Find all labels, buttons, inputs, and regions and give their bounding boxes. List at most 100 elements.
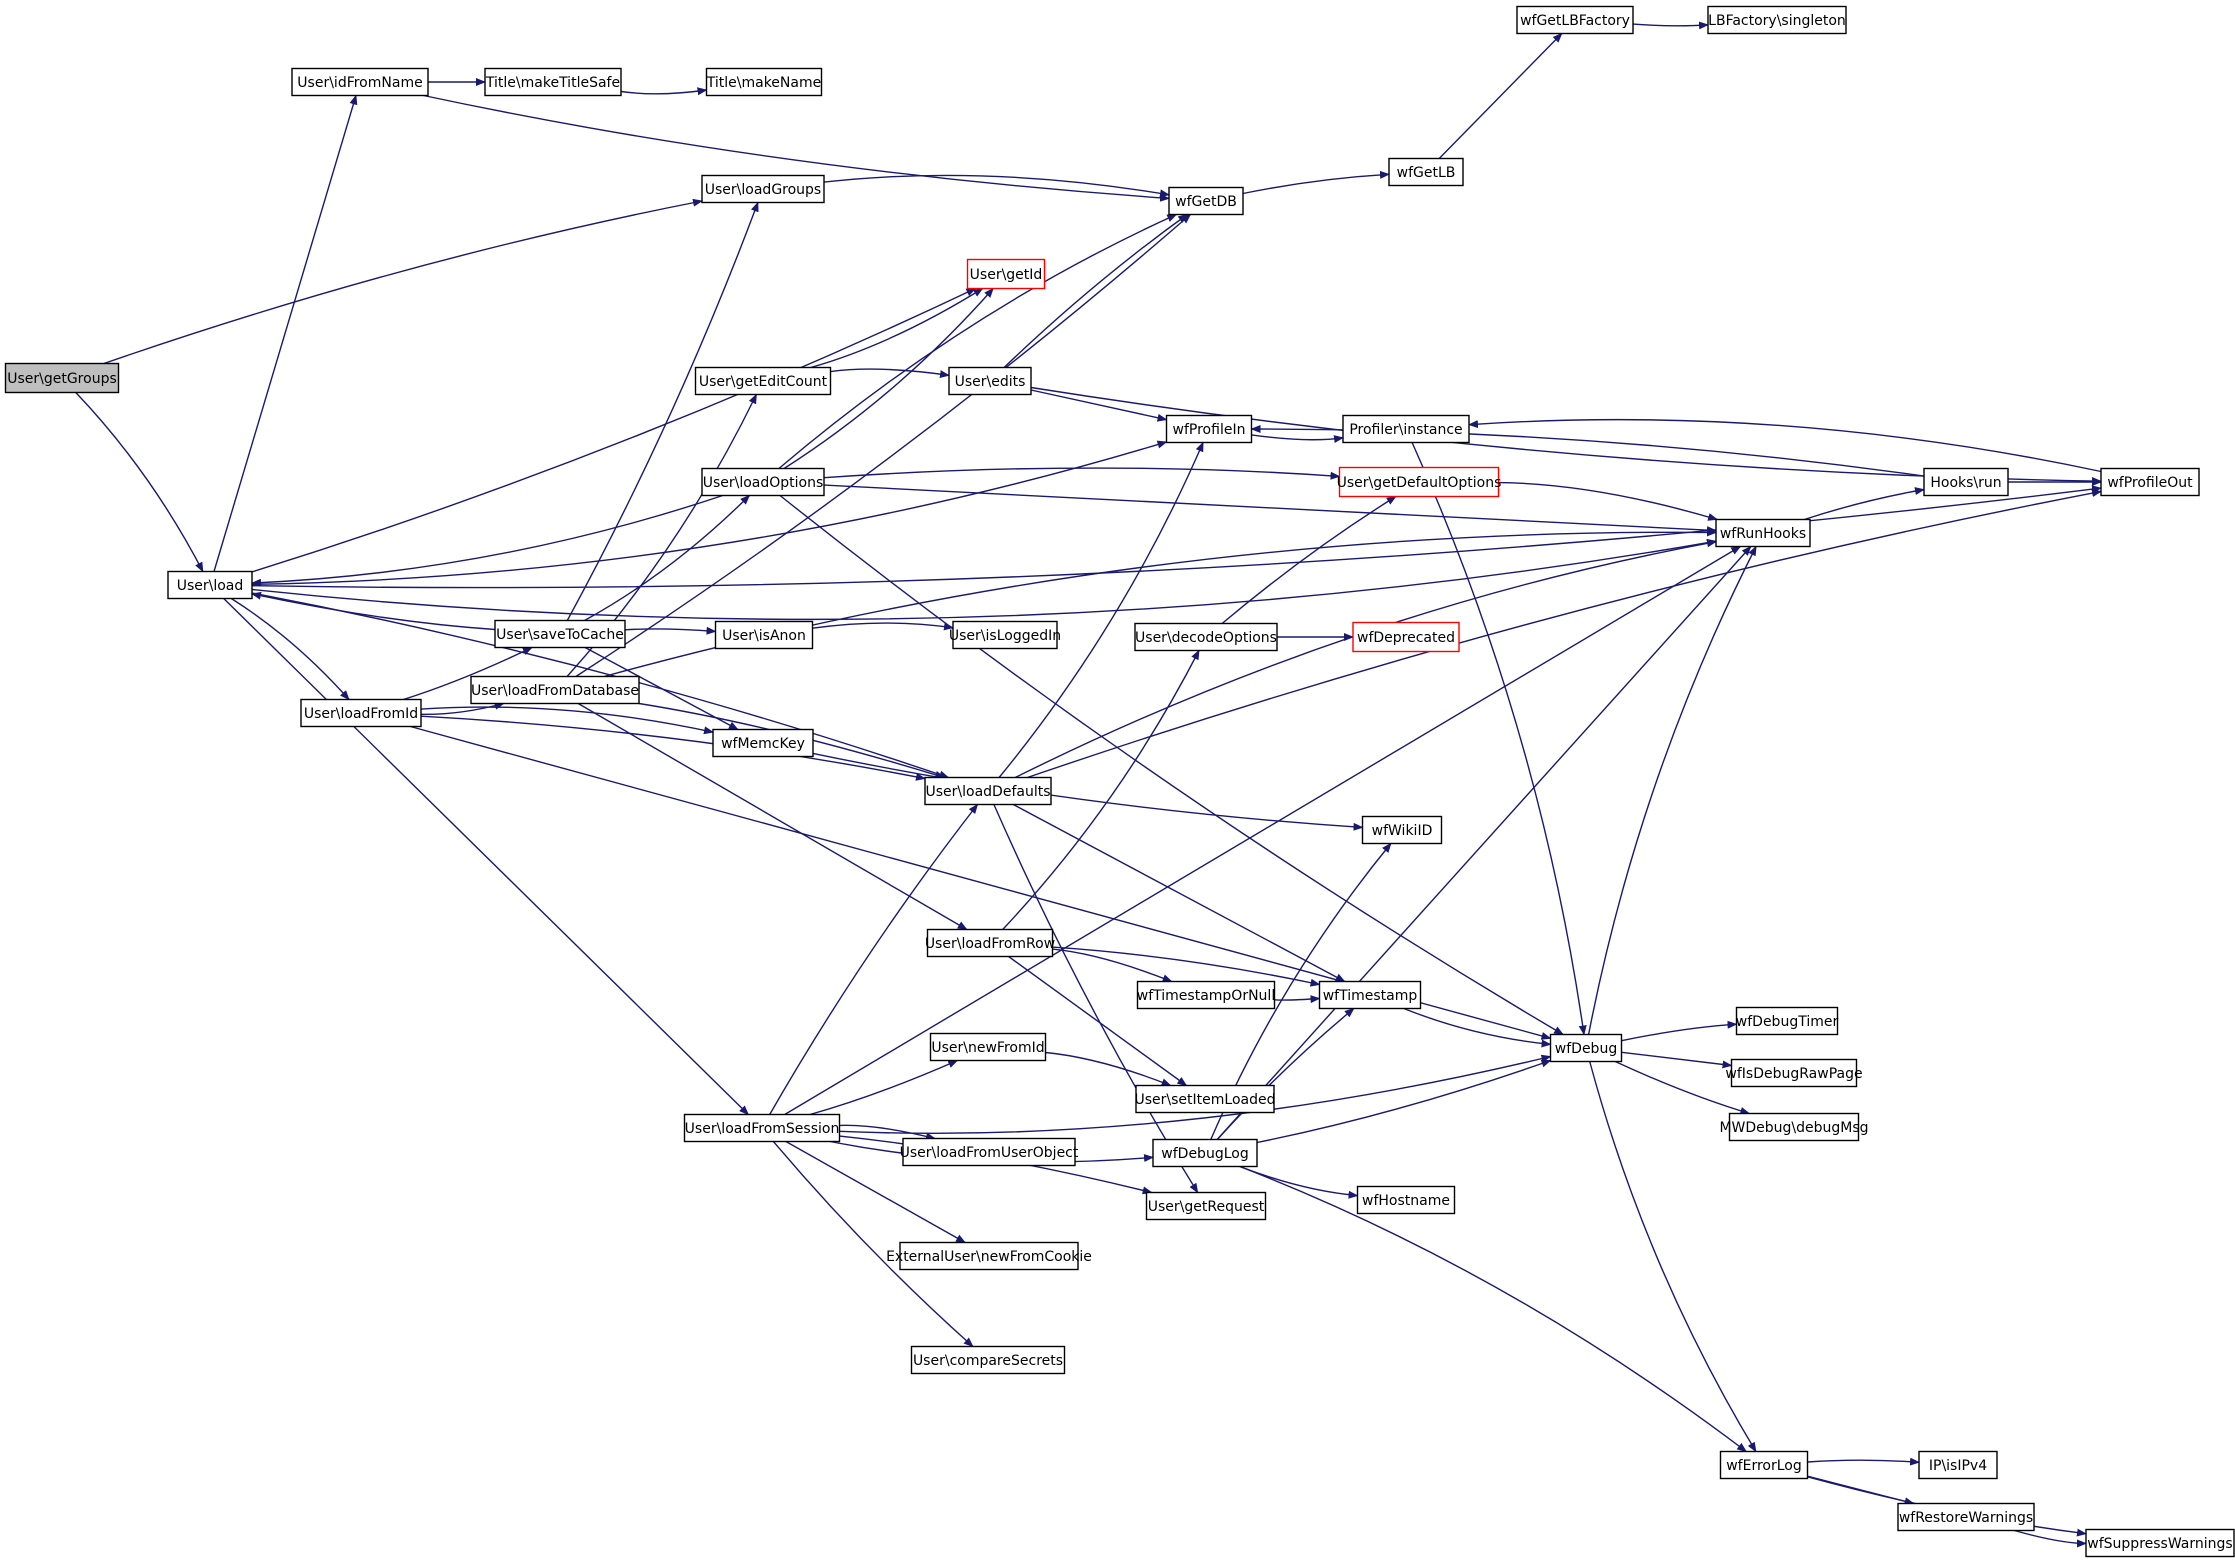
node-box[interactable] (1719, 1450, 1809, 1480)
node-makeTitleSafe[interactable]: Title\makeTitleSafe (484, 67, 622, 97)
node-box[interactable] (470, 675, 640, 705)
node-wfDebugLog[interactable]: wfDebugLog (1152, 1138, 1258, 1168)
node-box[interactable] (1356, 1185, 1456, 1215)
node-box[interactable] (910, 1345, 1066, 1375)
node-loadFromRow[interactable]: User\loadFromRow (925, 928, 1055, 958)
node-box[interactable] (929, 1032, 1047, 1062)
node-box[interactable] (1165, 414, 1253, 444)
node-profilerInstance[interactable]: Profiler\instance (1342, 414, 1470, 444)
node-wfGetDB[interactable]: wfGetDB (1168, 186, 1244, 216)
node-box[interactable] (948, 366, 1032, 396)
node-box[interactable] (1707, 5, 1847, 35)
node-isAnon[interactable]: User\isAnon (714, 620, 814, 650)
node-isLoggedIn[interactable]: User\isLoggedIn (949, 620, 1061, 650)
node-box[interactable] (705, 67, 823, 97)
node-loadGroups[interactable]: User\loadGroups (701, 174, 825, 204)
node-wfRunHooks[interactable]: wfRunHooks (1715, 518, 1811, 548)
node-getRequest[interactable]: User\getRequest (1145, 1191, 1267, 1221)
node-getDefaultOptions[interactable]: User\getDefaultOptions (1337, 466, 1502, 498)
node-loadFromDatabase[interactable]: User\loadFromDatabase (470, 675, 640, 705)
node-box[interactable] (701, 174, 825, 204)
node-loadDefaults[interactable]: User\loadDefaults (924, 776, 1052, 806)
node-wfDeprecated[interactable]: wfDeprecated (1352, 621, 1460, 653)
node-wfTimestamp[interactable]: wfTimestamp (1318, 980, 1422, 1010)
node-box[interactable] (1918, 1450, 1998, 1480)
node-wfSuppressWarnings[interactable]: wfSuppressWarnings (2085, 1528, 2235, 1558)
node-wfDebug[interactable]: wfDebug (1549, 1033, 1623, 1063)
node-box[interactable] (1352, 621, 1460, 653)
node-box[interactable] (1388, 157, 1464, 187)
node-box[interactable] (902, 1137, 1076, 1167)
node-wfGetLBFactory[interactable]: wfGetLBFactory (1516, 5, 1634, 35)
node-box[interactable] (494, 619, 626, 649)
node-wfErrorLog[interactable]: wfErrorLog (1719, 1450, 1809, 1480)
node-wfProfileIn[interactable]: wfProfileIn (1165, 414, 1253, 444)
node-box[interactable] (1338, 466, 1500, 498)
node-loadFromId[interactable]: User\loadFromId (300, 698, 422, 728)
node-box[interactable] (4, 362, 120, 394)
node-wfProfileOut[interactable]: wfProfileOut (2100, 467, 2200, 497)
node-box[interactable] (1168, 186, 1244, 216)
node-compareSecrets[interactable]: User\compareSecrets (910, 1345, 1066, 1375)
node-box[interactable] (1516, 5, 1634, 35)
node-box[interactable] (694, 366, 832, 396)
node-getId[interactable]: User\getId (966, 258, 1046, 290)
node-loadFromSession[interactable]: User\loadFromSession (683, 1113, 841, 1143)
node-decodeOptions[interactable]: User\decodeOptions (1134, 622, 1278, 652)
node-idFromName[interactable]: User\idFromName (291, 67, 429, 97)
node-saveToCache[interactable]: User\saveToCache (494, 619, 626, 649)
node-wfGetLB[interactable]: wfGetLB (1388, 157, 1464, 187)
node-wfRestoreWarnings[interactable]: wfRestoreWarnings (1897, 1502, 2035, 1532)
node-box[interactable] (1735, 1006, 1839, 1036)
node-isIPv4[interactable]: IP\isIPv4 (1918, 1450, 1998, 1480)
node-box[interactable] (701, 467, 825, 497)
node-box[interactable] (2085, 1528, 2235, 1558)
node-box[interactable] (1135, 1084, 1275, 1114)
node-box[interactable] (1134, 622, 1278, 652)
node-newFromId[interactable]: User\newFromId (929, 1032, 1047, 1062)
node-box[interactable] (1897, 1502, 2035, 1532)
node-load[interactable]: User\load (167, 570, 253, 600)
node-wfHostname[interactable]: wfHostname (1356, 1185, 1456, 1215)
node-getGroups[interactable]: User\getGroups (4, 362, 120, 394)
node-wfMemcKey[interactable]: wfMemcKey (712, 728, 814, 758)
node-LBsingleton[interactable]: LBFactory\singleton (1707, 5, 1847, 35)
node-box[interactable] (1152, 1138, 1258, 1168)
node-edits[interactable]: User\edits (948, 366, 1032, 396)
node-box[interactable] (300, 698, 422, 728)
node-box[interactable] (1728, 1112, 1860, 1142)
node-box[interactable] (1361, 815, 1443, 845)
node-box[interactable] (899, 1241, 1079, 1271)
node-box[interactable] (1318, 980, 1422, 1010)
node-box[interactable] (291, 67, 429, 97)
node-box[interactable] (712, 728, 814, 758)
node-box[interactable] (1145, 1191, 1267, 1221)
node-box[interactable] (1730, 1058, 1858, 1088)
node-extNewFromCookie[interactable]: ExternalUser\newFromCookie (886, 1241, 1092, 1271)
node-box[interactable] (683, 1113, 841, 1143)
node-box[interactable] (952, 620, 1058, 650)
node-box[interactable] (1136, 980, 1276, 1010)
node-box[interactable] (1923, 467, 2009, 497)
node-box[interactable] (167, 570, 253, 600)
node-hooksRun[interactable]: Hooks\run (1923, 467, 2009, 497)
node-loadFromUserObject[interactable]: User\loadFromUserObject (900, 1137, 1079, 1167)
node-box[interactable] (714, 620, 814, 650)
node-box[interactable] (926, 928, 1054, 958)
node-box[interactable] (484, 67, 622, 97)
node-wfWikiID[interactable]: wfWikiID (1361, 815, 1443, 845)
node-wfDebugTimer[interactable]: wfDebugTimer (1735, 1006, 1839, 1036)
node-wfTimestampOrNull[interactable]: wfTimestampOrNull (1136, 980, 1276, 1010)
node-wfIsDebugRawPage[interactable]: wfIsDebugRawPage (1725, 1058, 1863, 1088)
node-box[interactable] (1549, 1033, 1623, 1063)
node-makeName[interactable]: Title\makeName (705, 67, 823, 97)
node-getEditCount[interactable]: User\getEditCount (694, 366, 832, 396)
node-debugMsg[interactable]: MWDebug\debugMsg (1719, 1112, 1869, 1142)
node-box[interactable] (1342, 414, 1470, 444)
node-loadOptions[interactable]: User\loadOptions (701, 467, 825, 497)
node-box[interactable] (924, 776, 1052, 806)
node-box[interactable] (2100, 467, 2200, 497)
node-box[interactable] (1715, 518, 1811, 548)
node-setItemLoaded[interactable]: User\setItemLoaded (1135, 1084, 1276, 1114)
node-box[interactable] (966, 258, 1046, 290)
